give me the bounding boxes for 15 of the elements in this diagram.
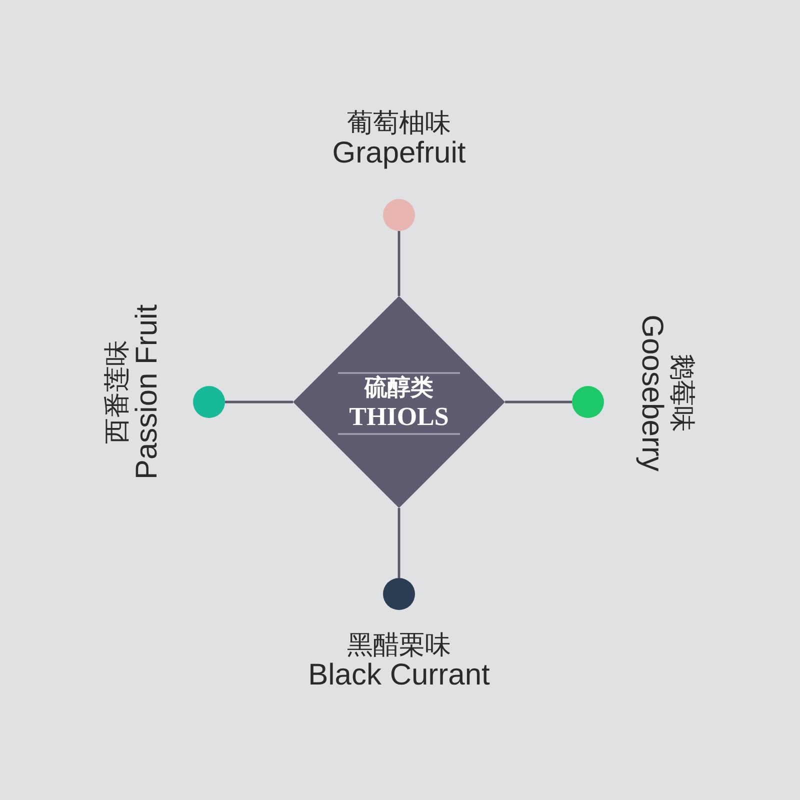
flavor-label: 黑醋栗味: [347, 630, 451, 660]
flavor-label: 西番莲味: [102, 340, 132, 444]
connector-line: [505, 400, 572, 404]
title-text: 硫醇类: [364, 374, 434, 402]
connector-line: [398, 508, 400, 578]
flavor-name: Passion Fruit: [132, 304, 162, 480]
flavor-label: 葡萄柚味: [347, 108, 451, 138]
connector-line: [225, 400, 293, 404]
flavor-label: 鹅莓味: [668, 354, 698, 432]
flavor-name: Black Currant: [308, 660, 490, 690]
connector-line: [398, 231, 400, 296]
center-diamond: [293, 296, 505, 508]
flavor-name: Grapefruit: [332, 138, 466, 168]
flavor-name: Gooseberry: [636, 314, 668, 472]
subtitle-text: THIOLS: [349, 402, 449, 432]
